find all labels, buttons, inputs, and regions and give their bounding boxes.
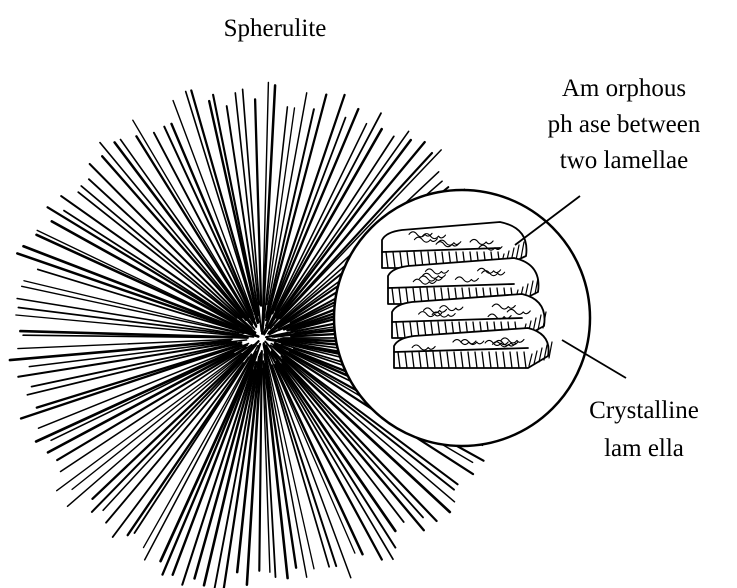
amorphous-label-line-2: ph ase between [548,111,701,138]
crystalline-label-line-1: Crystalline [589,397,699,424]
amorphous-label-line-3: two lamellae [560,147,688,174]
amorphous-label-line-1: Am orphous [562,75,686,102]
spherulite-ray [209,101,258,322]
spherulite-ray [100,143,255,330]
spherulite-ray [106,345,256,522]
spherulite-ray [92,346,254,512]
spherulite-ray [227,106,259,315]
diagram-title: Spherulite [224,15,327,42]
crystalline-lamella-label: Crystalline lam ella [589,397,699,462]
spherulite-ray [255,99,261,305]
lamella-stack [382,222,552,368]
spherulite-ray [267,108,295,305]
spherulite-ray [64,211,252,332]
amorphous-phase-label: Am orphous ph ase between two lamellae [548,75,701,174]
magnified-inset [334,190,590,446]
crystalline-label-line-2: lam ella [604,435,684,462]
